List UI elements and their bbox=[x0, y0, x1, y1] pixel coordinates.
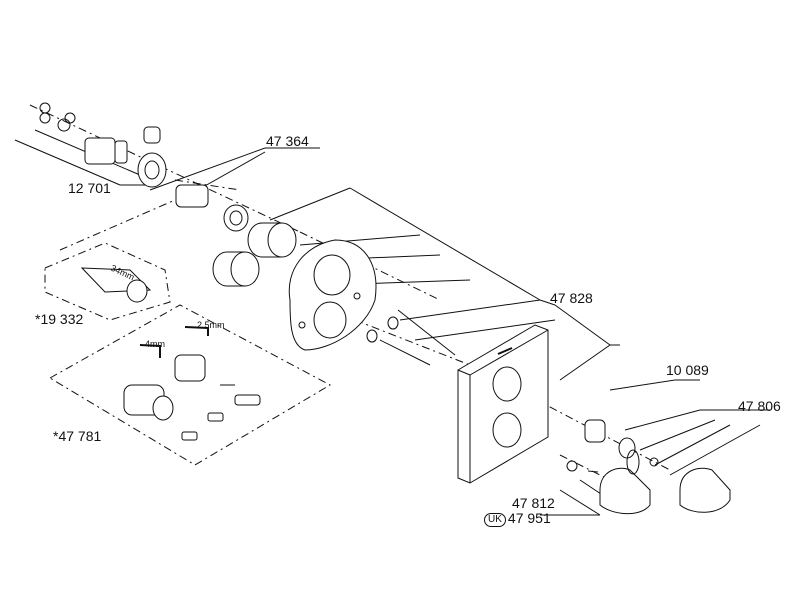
part-label-10089: 10 089 bbox=[666, 362, 709, 378]
part-label-47364: 47 364 bbox=[266, 133, 309, 149]
part-label-47828: 47 828 bbox=[550, 290, 593, 306]
tool-kit-box-47781 bbox=[49, 304, 332, 466]
part-label-47951: 47 951 bbox=[507, 510, 551, 526]
handle-knobs bbox=[599, 449, 731, 515]
flow-control-adapter bbox=[566, 419, 659, 473]
tool-kit-47781-parts bbox=[123, 326, 261, 441]
part-label-47781: *47 781 bbox=[53, 428, 102, 444]
uk-badge: UK bbox=[484, 513, 506, 527]
part-label-12701: 12 701 bbox=[68, 180, 111, 196]
tool-19332 bbox=[80, 267, 152, 303]
dimension-4mm: 4mm bbox=[145, 339, 165, 349]
cover-plate bbox=[457, 324, 549, 484]
part-label-19332: *19 332 bbox=[35, 311, 84, 327]
dimension-2-5mm: 2.5mm bbox=[197, 320, 225, 330]
part-label-47812: 47 812 bbox=[512, 495, 555, 511]
sleeve-parts bbox=[212, 204, 297, 287]
mounting-plate bbox=[288, 239, 377, 351]
thermostat-cartridge bbox=[39, 102, 209, 208]
leader-lines bbox=[14, 129, 770, 516]
mounting-screws bbox=[366, 309, 456, 366]
tool-kit-box-19332 bbox=[44, 242, 171, 321]
part-label-47806: 47 806 bbox=[738, 398, 781, 414]
